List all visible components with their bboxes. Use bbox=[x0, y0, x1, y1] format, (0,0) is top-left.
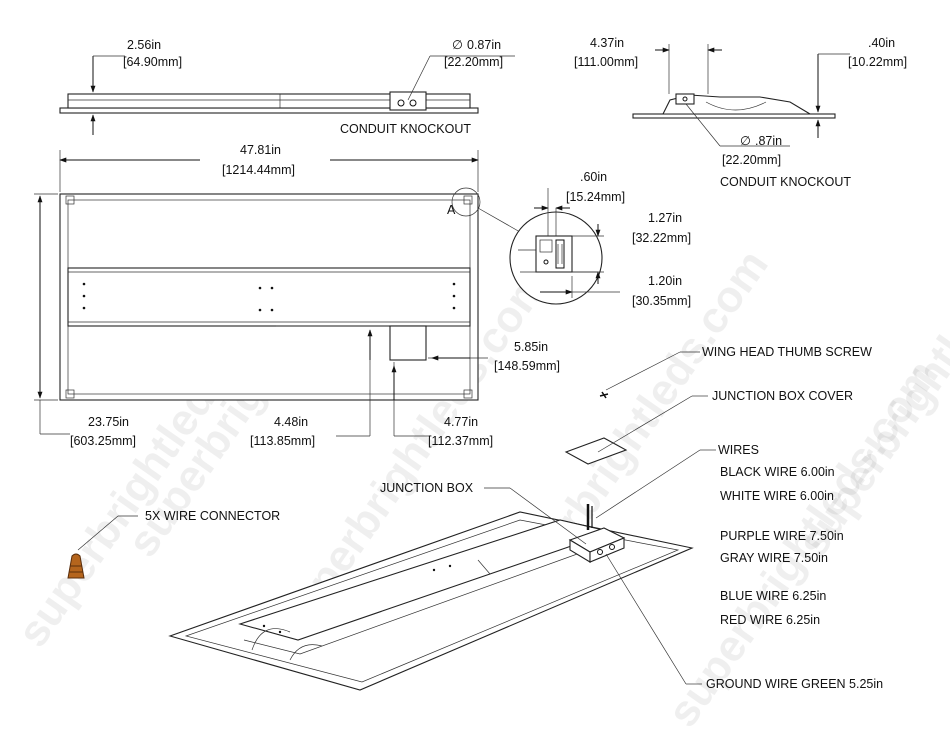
wire-red: RED WIRE 6.25in bbox=[720, 613, 820, 627]
exploded-parts: WING HEAD THUMB SCREW JUNCTION BOX COVER… bbox=[67, 345, 883, 691]
side-view-junction-box bbox=[675, 93, 695, 105]
wire-connector-label: 5X WIRE CONNECTOR bbox=[145, 509, 280, 523]
jbox-height-in: 5.85in bbox=[514, 340, 548, 354]
wires-title: WIRES bbox=[718, 443, 759, 457]
junction-box-cover-label: JUNCTION BOX COVER bbox=[712, 389, 853, 403]
top-knockout-in: 0.87in bbox=[467, 38, 501, 52]
side-view-body bbox=[662, 94, 812, 115]
thumb-screw-label: WING HEAD THUMB SCREW bbox=[702, 345, 872, 359]
side-view: 4.37in [111.00mm] .40in [10.22mm] ∅ .87i… bbox=[574, 36, 907, 189]
knockout-hole bbox=[397, 99, 405, 107]
front-view-junction-box bbox=[389, 325, 427, 361]
detail-d3-mm: [30.35mm] bbox=[632, 294, 691, 308]
jbox-offset-mm: [113.85mm] bbox=[250, 434, 315, 448]
side-knockout-in: .87in bbox=[755, 134, 782, 148]
front-view: A 47.81in [1214.44mm] 23.75in [603.25mm]… bbox=[34, 143, 560, 448]
fixture-housing bbox=[168, 511, 694, 691]
top-view: 2.56in [64.90mm] ∅ 0.87in [22.20mm] COND… bbox=[59, 38, 515, 136]
thumb-screw bbox=[599, 391, 609, 399]
side-width-mm: [111.00mm] bbox=[574, 55, 638, 69]
top-knockout-mm: [22.20mm] bbox=[444, 55, 503, 69]
wire-purple: PURPLE WIRE 7.50in bbox=[720, 529, 844, 543]
front-height-in: 23.75in bbox=[88, 415, 129, 429]
detail-a-circle bbox=[451, 187, 481, 217]
side-view-flange bbox=[632, 113, 836, 119]
front-height-mm: [603.25mm] bbox=[70, 434, 136, 448]
detail-marker: A bbox=[447, 203, 456, 217]
side-knockout-label: CONDUIT KNOCKOUT bbox=[720, 175, 851, 189]
detail-a: .60in [15.24mm] 1.27in [32.22mm] 1.20in … bbox=[509, 170, 691, 308]
top-view-body bbox=[67, 93, 471, 109]
junction-box-label: JUNCTION BOX bbox=[380, 481, 474, 495]
detail-d2-in: 1.27in bbox=[648, 211, 682, 225]
jbox-offset-in: 4.48in bbox=[274, 415, 308, 429]
top-depth-mm: [64.90mm] bbox=[123, 55, 182, 69]
side-width-in: 4.37in bbox=[590, 36, 624, 50]
watermark-text: superbrightleds.com bbox=[788, 181, 950, 566]
jbox-width-mm: [112.37mm] bbox=[428, 434, 493, 448]
wire-gray: GRAY WIRE 7.50in bbox=[720, 551, 828, 565]
top-view-junction-box bbox=[389, 91, 427, 111]
top-depth-in: 2.56in bbox=[127, 38, 161, 52]
detail-a-bracket bbox=[535, 235, 573, 273]
front-length-mm: [1214.44mm] bbox=[222, 163, 295, 177]
wire-black: BLACK WIRE 6.00in bbox=[720, 465, 835, 479]
detail-d1-in: .60in bbox=[580, 170, 607, 184]
detail-d2-mm: [32.22mm] bbox=[632, 231, 691, 245]
jbox-width-in: 4.77in bbox=[444, 415, 478, 429]
jbox-height-mm: [148.59mm] bbox=[494, 359, 560, 373]
side-knockout-symbol: ∅ bbox=[740, 134, 751, 148]
front-view-center-panel bbox=[67, 267, 471, 327]
side-knockout-mm: [22.20mm] bbox=[722, 153, 781, 167]
wire-blue: BLUE WIRE 6.25in bbox=[720, 589, 826, 603]
detail-d3-in: 1.20in bbox=[648, 274, 682, 288]
wire-ground: GROUND WIRE GREEN 5.25in bbox=[706, 677, 883, 691]
top-knockout-symbol: ∅ bbox=[452, 38, 463, 52]
top-knockout-label: CONDUIT KNOCKOUT bbox=[340, 122, 471, 136]
knockout-hole bbox=[409, 99, 417, 107]
side-height-in: .40in bbox=[868, 36, 895, 50]
side-height-mm: [10.22mm] bbox=[848, 55, 907, 69]
detail-a-slot bbox=[555, 239, 565, 269]
detail-d1-mm: [15.24mm] bbox=[566, 190, 625, 204]
front-length-in: 47.81in bbox=[240, 143, 281, 157]
wire-white: WHITE WIRE 6.00in bbox=[720, 489, 834, 503]
